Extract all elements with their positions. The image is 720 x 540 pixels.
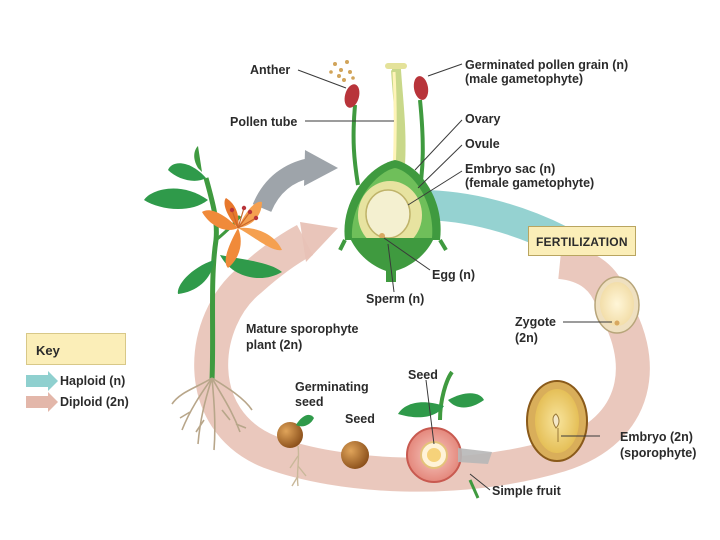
key-haploid-label: Haploid (n) — [60, 374, 126, 388]
label-embryo-sac: Embryo sac (n) — [465, 162, 556, 176]
leader-lines — [297, 63, 612, 491]
label-ovule: Ovule — [465, 137, 500, 151]
label-ovary: Ovary — [465, 112, 501, 126]
label-pollen-tube: Pollen tube — [230, 115, 298, 129]
label-anther: Anther — [250, 63, 291, 77]
fertilization-box — [528, 226, 636, 256]
label-zygote-ploidy: (2n) — [515, 331, 538, 345]
key-diploid-label: Diploid (2n) — [60, 395, 129, 409]
pollen-grains — [329, 60, 355, 82]
key-title: Key — [36, 343, 60, 358]
anther-left — [344, 84, 360, 108]
label-mature-sporophyte-ploidy: plant (2n) — [246, 338, 303, 352]
label-mature-sporophyte: Mature sporophyte — [246, 322, 359, 336]
plant-roots — [171, 377, 253, 451]
zygote — [594, 276, 640, 334]
key-haploid-swatch — [26, 371, 58, 391]
anther-right — [413, 76, 429, 100]
label-simple-fruit: Simple fruit — [492, 484, 561, 498]
label-embryo: Embryo (2n) — [620, 430, 693, 444]
label-male-gametophyte: (male gametophyte) — [465, 72, 584, 86]
label-germinating-seed-2: seed — [295, 395, 324, 409]
label-egg: Egg (n) — [432, 268, 476, 282]
label-sperm: Sperm (n) — [366, 292, 425, 306]
label-female-gametophyte: (female gametophyte) — [465, 176, 595, 190]
embryo-seed — [526, 380, 588, 462]
label-seed-bottom: Seed — [345, 412, 375, 426]
simple-fruit — [398, 370, 492, 499]
key-box — [26, 333, 126, 365]
gray-transition-arrow — [252, 150, 338, 213]
seed-bottom — [341, 441, 369, 469]
label-fertilization: FERTILIZATION — [536, 235, 628, 249]
label-sporophyte: (sporophyte) — [620, 446, 697, 460]
label-germinated-pollen: Germinated pollen grain (n) — [465, 58, 629, 72]
egg-cell — [379, 233, 385, 239]
flower-cross-section — [329, 60, 448, 282]
germinating-seed — [277, 414, 314, 487]
label-germinating-seed: Germinating — [295, 380, 369, 394]
label-zygote: Zygote — [515, 315, 556, 329]
label-seed-top: Seed — [408, 368, 438, 382]
lily-flower — [202, 198, 282, 268]
mature-sporophyte-plant — [144, 146, 282, 451]
key-diploid-swatch — [26, 392, 58, 412]
